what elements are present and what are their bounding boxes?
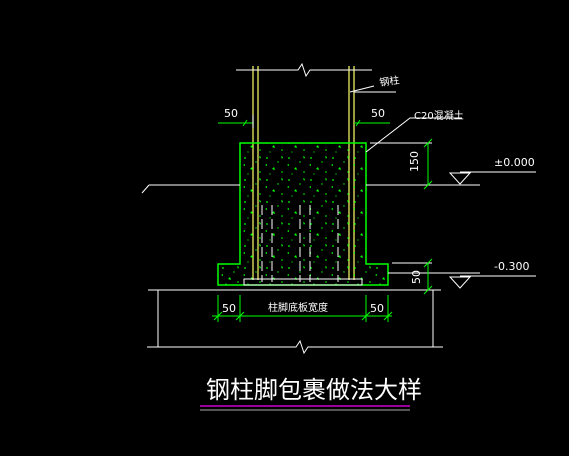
dim-bottom-left: 50 [222,302,236,315]
elevation-top: ±0.000 [494,156,535,169]
dim-50-side: 50 [410,270,423,284]
label-steel-column: 钢柱 [379,73,401,89]
elevation-marker-bottom [448,275,536,289]
concrete-encasement [217,142,389,286]
dim-top-right: 50 [371,107,385,120]
drawing-title: 钢柱脚包裹做法大样 [206,376,422,404]
label-base-width: 柱脚底板宽度 [268,301,328,314]
elevation-bottom: -0.300 [494,260,529,273]
elevation-marker-top [448,171,536,185]
ground-line [141,184,480,274]
leaders [349,85,462,153]
dimensions [212,115,433,322]
dim-top-left: 50 [224,107,238,120]
title-underline [200,405,410,411]
dim-150: 150 [408,151,421,172]
break-line-top [236,62,372,78]
dim-bottom-right: 50 [370,302,384,315]
label-concrete: C20混凝土 [414,109,464,122]
foundation-slab [147,289,443,355]
